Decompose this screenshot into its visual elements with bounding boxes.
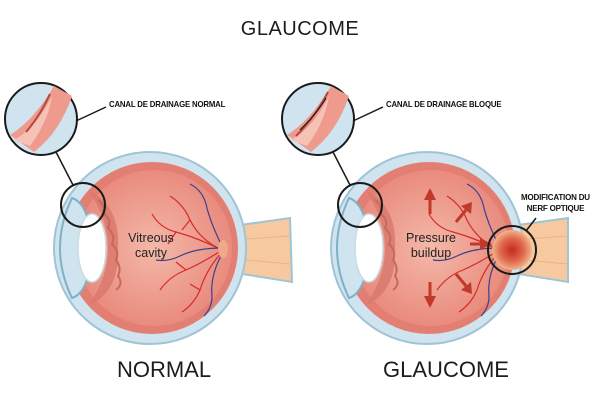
lens <box>77 213 107 283</box>
drainage-magnifier-small <box>337 182 383 228</box>
vitreous-body <box>76 170 232 326</box>
callout-optic-nerve: MODIFICATION DU NERF OPTIQUE <box>521 192 590 214</box>
label-vitreous-line2: cavity <box>135 246 167 260</box>
label-pressure-line2: buildup <box>410 246 452 260</box>
label-vitreous-cavity: Vitreous cavity <box>121 231 181 261</box>
ciliary-body <box>88 190 119 306</box>
caption-normal: NORMAL <box>116 357 212 382</box>
callout-normal-drainage: CANAL DE DRAINAGE NORMAL <box>109 99 226 109</box>
callout-blocked-drainage: CANAL DE DRAINAGE BLOQUE <box>386 99 502 109</box>
diagram-title: GLAUCOME <box>240 18 360 40</box>
ciliary-body <box>365 190 396 306</box>
pressure-arrows <box>424 188 492 308</box>
lens <box>354 213 384 283</box>
normal-eye <box>4 82 294 345</box>
glaucoma-eye <box>281 82 569 345</box>
retinal-vessels <box>151 183 223 317</box>
callout-optic-nerve-line1: MODIFICATION DU <box>521 193 590 202</box>
drainage-magnifier-small <box>60 182 106 228</box>
caption-glaucoma: GLAUCOME <box>383 357 509 382</box>
label-vitreous-line1: Vitreous <box>128 231 174 245</box>
callout-optic-nerve-line2: NERF OPTIQUE <box>526 204 585 213</box>
optic-nerve-damage <box>492 230 532 270</box>
label-pressure-line1: Pressure <box>405 231 457 245</box>
label-pressure-buildup: Pressure buildup <box>396 231 466 261</box>
nerve-magnifier <box>487 225 537 275</box>
